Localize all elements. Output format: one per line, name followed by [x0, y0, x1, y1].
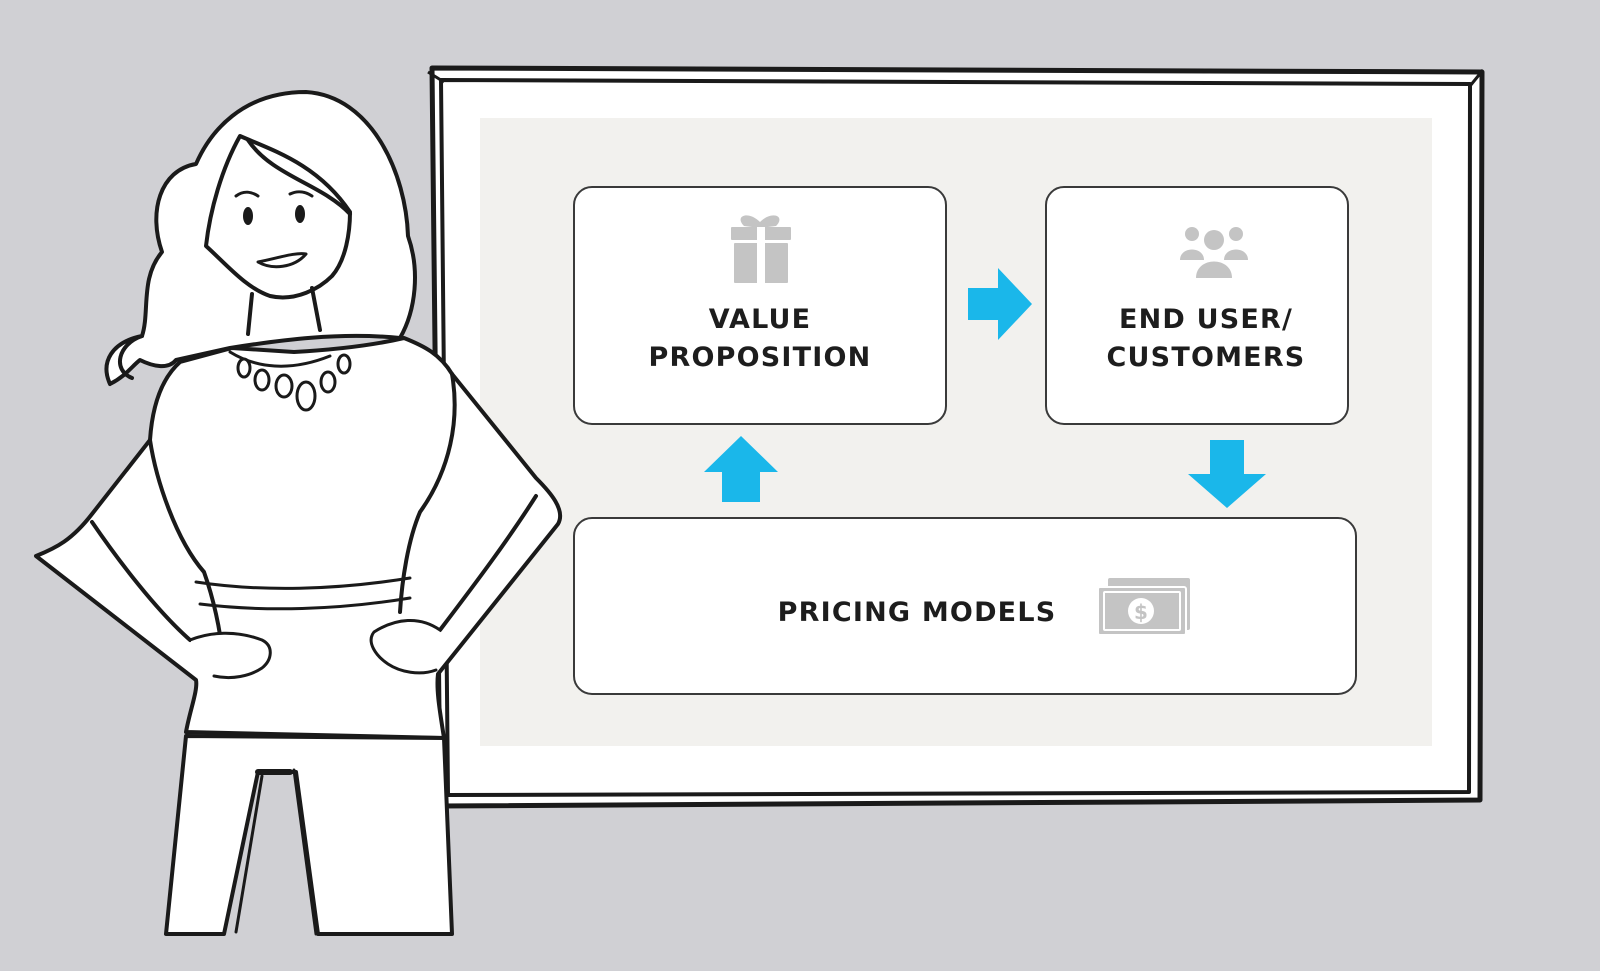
end-user-customers-line-1: END USER/ [1118, 304, 1294, 335]
arrow-up-icon [704, 436, 778, 502]
svg-text:$: $ [1134, 600, 1148, 624]
end-user-customers-box [1045, 186, 1349, 425]
value-proposition-label: VALUE PROPOSITION [574, 301, 946, 377]
end-user-customers-line-2: CUSTOMERS [1106, 342, 1306, 373]
value-proposition-line-1: VALUE [708, 304, 812, 335]
arrow-down-icon [1188, 440, 1266, 508]
end-user-customers-label: END USER/ CUSTOMERS [1046, 301, 1366, 377]
arrow-right-icon [968, 268, 1032, 340]
money-icon: $ [1097, 578, 1190, 636]
value-proposition-box [573, 186, 947, 425]
pricing-models-label: PRICING MODELS [744, 594, 1090, 632]
presenter-woman [34, 90, 562, 936]
pricing-models-box [573, 517, 1357, 695]
value-proposition-line-2: PROPOSITION [648, 342, 872, 373]
gift-icon [731, 215, 791, 283]
pricing-models-text: PRICING MODELS [777, 597, 1057, 628]
users-icon [1180, 227, 1248, 278]
